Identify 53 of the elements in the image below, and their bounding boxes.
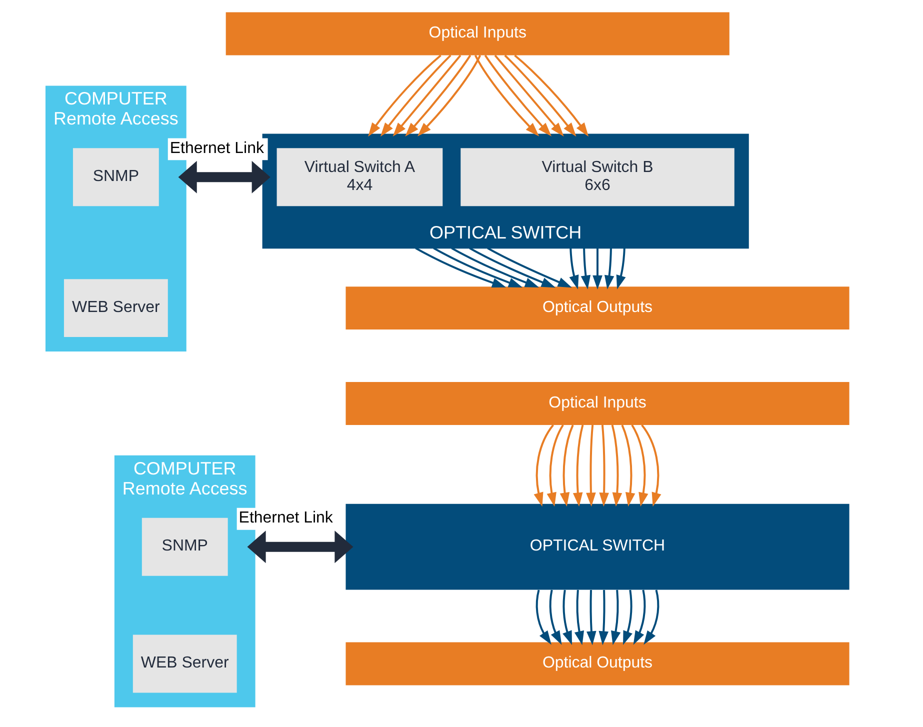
arrow [392,54,461,137]
arrow [620,424,635,507]
node-box: SNMP [72,148,158,206]
arrow [572,424,584,507]
arrow [604,248,614,290]
node-box: Virtual Switch B 6x6 [460,148,734,206]
arrow [246,530,353,564]
arrow [622,590,632,646]
arrow [468,247,555,288]
arrow [598,590,608,646]
arrow [432,247,522,288]
arrow [610,590,620,646]
arrow [368,54,441,137]
arrow [178,160,270,194]
arrow [586,424,596,507]
arrow [450,247,539,288]
arrow [580,248,590,290]
node-box: Optical Outputs [345,642,849,686]
arrow [417,54,481,136]
arrow [546,424,564,507]
node-box: SNMP [141,518,228,576]
arrow [404,54,471,136]
arrow [548,590,562,645]
arrow [494,54,564,136]
arrow [380,54,451,137]
arrow [535,590,551,645]
arrow [643,590,659,645]
arrow [586,590,596,646]
arrow [486,247,572,288]
arrow [632,590,646,645]
arrow [616,248,626,290]
node-box: Optical Outputs [345,286,849,330]
arrow [630,424,648,507]
arrow [562,590,572,646]
arrow [610,424,622,507]
arrow [484,54,552,136]
arrow [414,247,506,288]
node-box: Optical Inputs [225,12,729,56]
node-box: WEB Server [132,634,236,693]
arrow [640,424,661,507]
arrow [474,54,539,136]
arrow [559,424,574,507]
arrow [574,590,584,646]
arrow [568,248,578,290]
arrow [533,424,554,507]
node-box: Optical Inputs [345,382,849,425]
arrow [598,424,608,507]
node-box: OPTICAL SWITCH [345,504,849,590]
arrow [514,54,588,137]
node-box: Virtual Switch A 4x4 [276,148,442,206]
node-box: WEB Server [63,279,168,338]
arrow [504,54,576,137]
arrow [592,248,602,290]
